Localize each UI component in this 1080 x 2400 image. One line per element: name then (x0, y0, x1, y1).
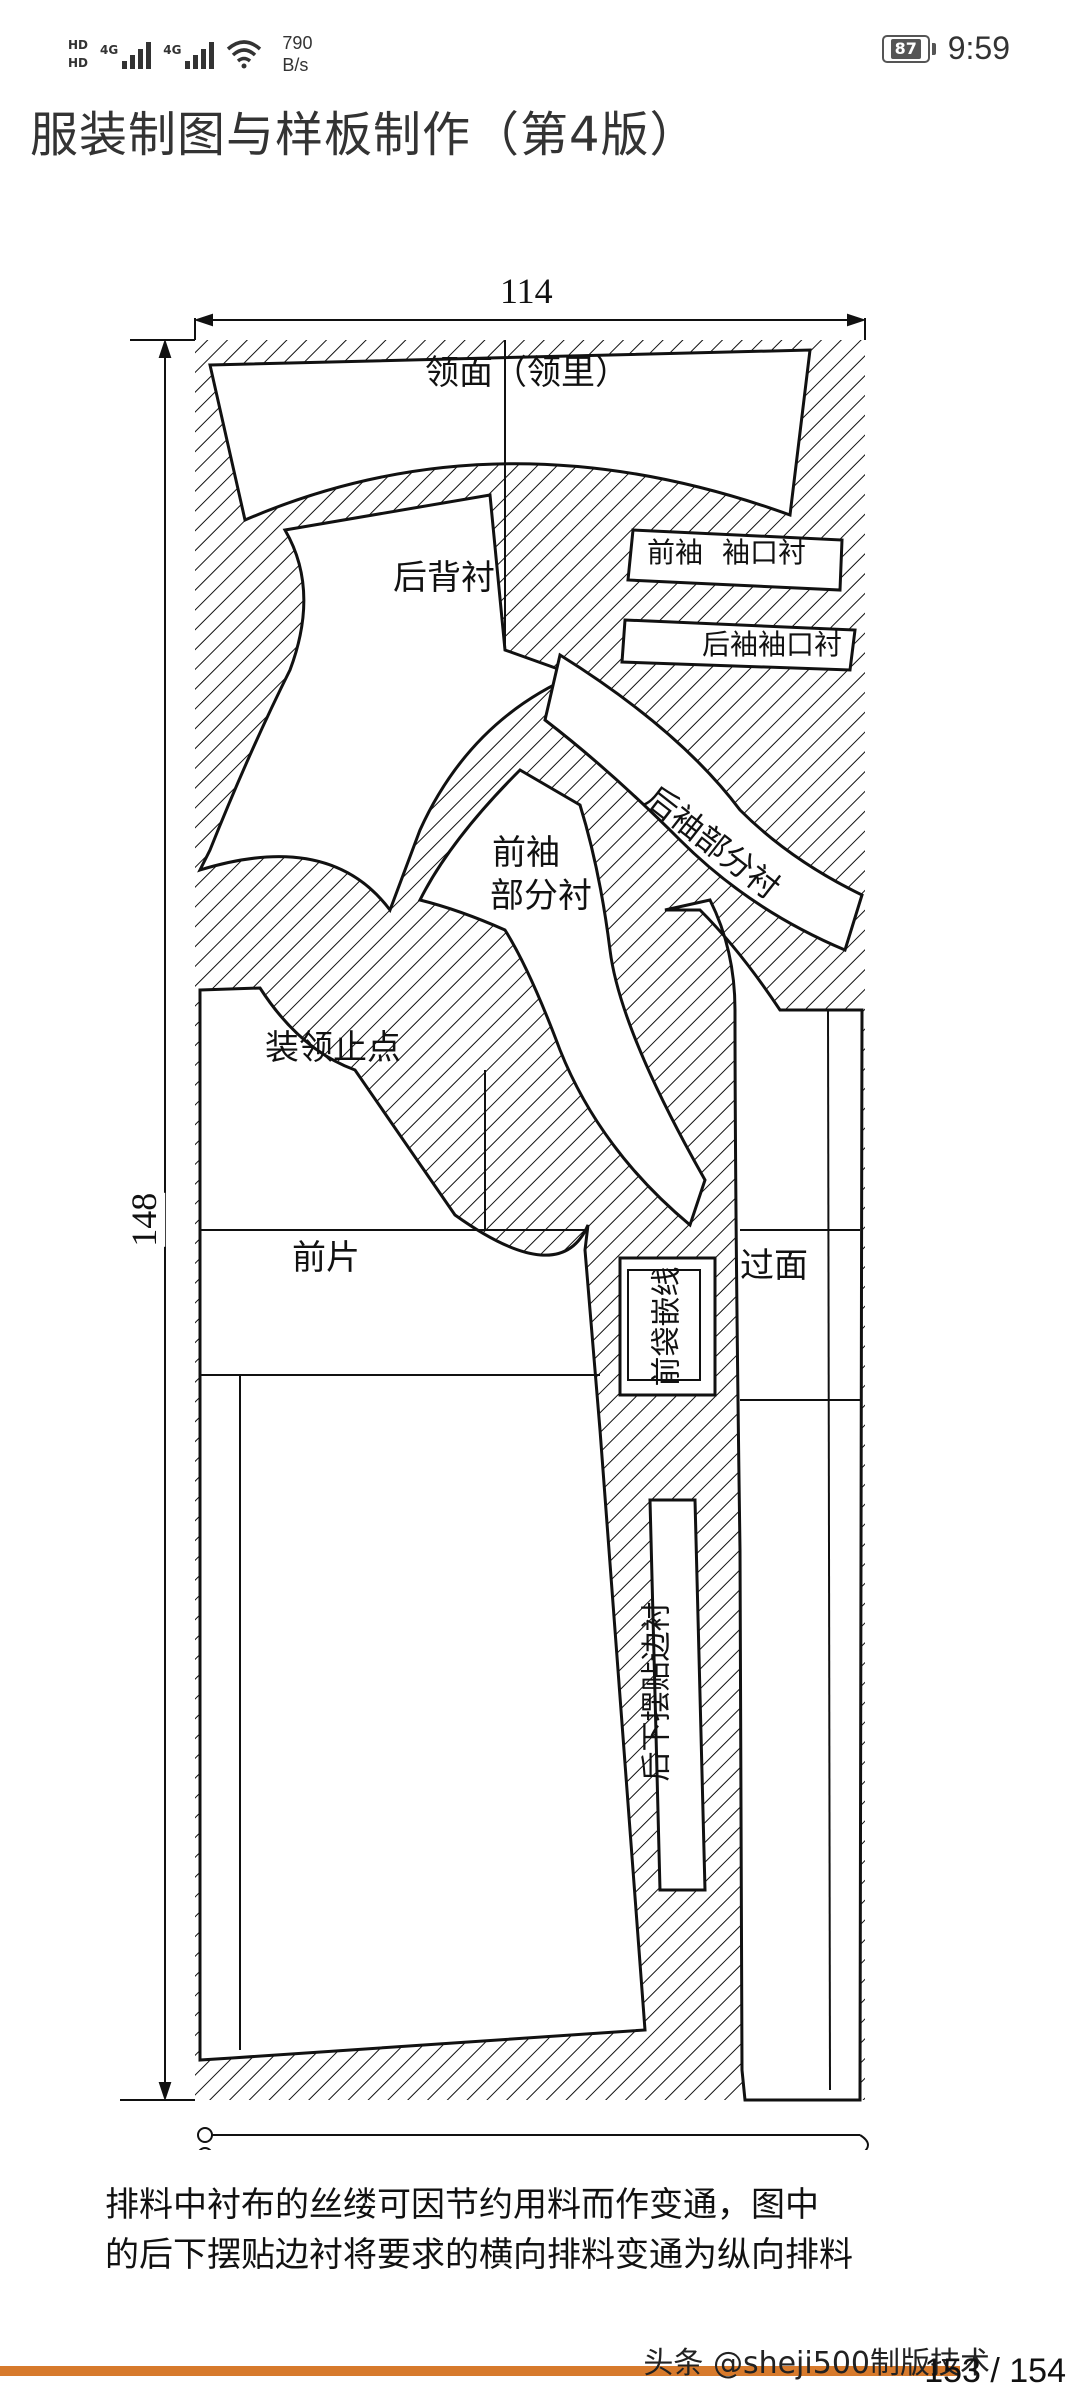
front-piece (198, 986, 647, 2062)
hem-lining-label: 后下摆贴边衬 (639, 1601, 675, 1782)
front-sleeve-cuff-piece (626, 528, 844, 592)
height-label: 148 (124, 1192, 165, 1247)
signal-icon: 4G (100, 39, 152, 69)
collar-point-label: 装领止点 (265, 1028, 401, 1068)
status-bar: HD HD 4G 4G 790 B/s 87 9:59 (0, 0, 1080, 100)
front-sleeve-part-piece (417, 768, 707, 1228)
bottom-scale-line (197, 2127, 869, 2150)
caption-line-1: 排料中衬布的丝缕可因节约用料而作变通，图中 (105, 2185, 819, 2225)
pattern-layout-figure: 114 148 领面（领里） 后背衬 前袖 袖口衬 后袖袖口衬 后袖部分衬 前袖… (0, 250, 1080, 2150)
hem-lining-piece (648, 1498, 707, 1892)
caption-line-2: 的后下摆贴边衬将要求的横向排料变通为纵向排料 (105, 2235, 853, 2275)
back-sleeve-part-piece (543, 652, 864, 953)
collar-piece (208, 348, 812, 523)
wifi-icon (227, 40, 262, 69)
hd-icon: HD HD (68, 38, 89, 70)
front-piece-label: 前片 (292, 1238, 360, 1278)
back-lining-label: 后背衬 (393, 558, 495, 598)
figure-caption: 排料中衬布的丝缕可因节约用料而作变通，图中 的后下摆贴边衬将要求的横向排料变通为… (105, 2180, 985, 2280)
width-label: 114 (500, 271, 553, 312)
back-lining-piece (197, 493, 580, 914)
front-sleeve-cuff-label-1: 前袖 (647, 536, 704, 569)
reading-progress-bar (0, 2366, 960, 2376)
front-sleeve-part-label-2: 部分衬 (490, 876, 592, 916)
pocket-welt-label: 前袋嵌线 (649, 1266, 685, 1387)
front-sleeve-part-label-1: 前袖 (492, 833, 560, 873)
page-indicator: 153 / 154 (924, 2352, 1066, 2390)
facing-label: 过面 (740, 1246, 808, 1286)
watermark: 头条 @sheji500制版技术 (643, 2346, 990, 2381)
back-sleeve-cuff-label: 后袖袖口衬 (702, 628, 843, 661)
construction-lines (200, 340, 860, 2091)
pattern-drawing (120, 313, 869, 2150)
height-dimension (120, 338, 195, 2102)
width-dimension (193, 313, 867, 340)
signal-icon: 4G (163, 39, 215, 69)
document-title: 服装制图与样板制作（第4版） (30, 107, 699, 163)
pocket-welt-piece (618, 1256, 717, 1397)
back-sleeve-cuff-piece (620, 618, 857, 672)
collar-label: 领面（领里） (425, 353, 629, 393)
front-sleeve-cuff-label-2: 袖口衬 (722, 536, 807, 569)
pattern-pieces (197, 348, 864, 2102)
battery-icon: 87 (881, 34, 936, 63)
clock: 9:59 (947, 30, 1010, 66)
facing-piece (664, 898, 864, 2102)
network-speed: 790 B/s (282, 33, 313, 75)
